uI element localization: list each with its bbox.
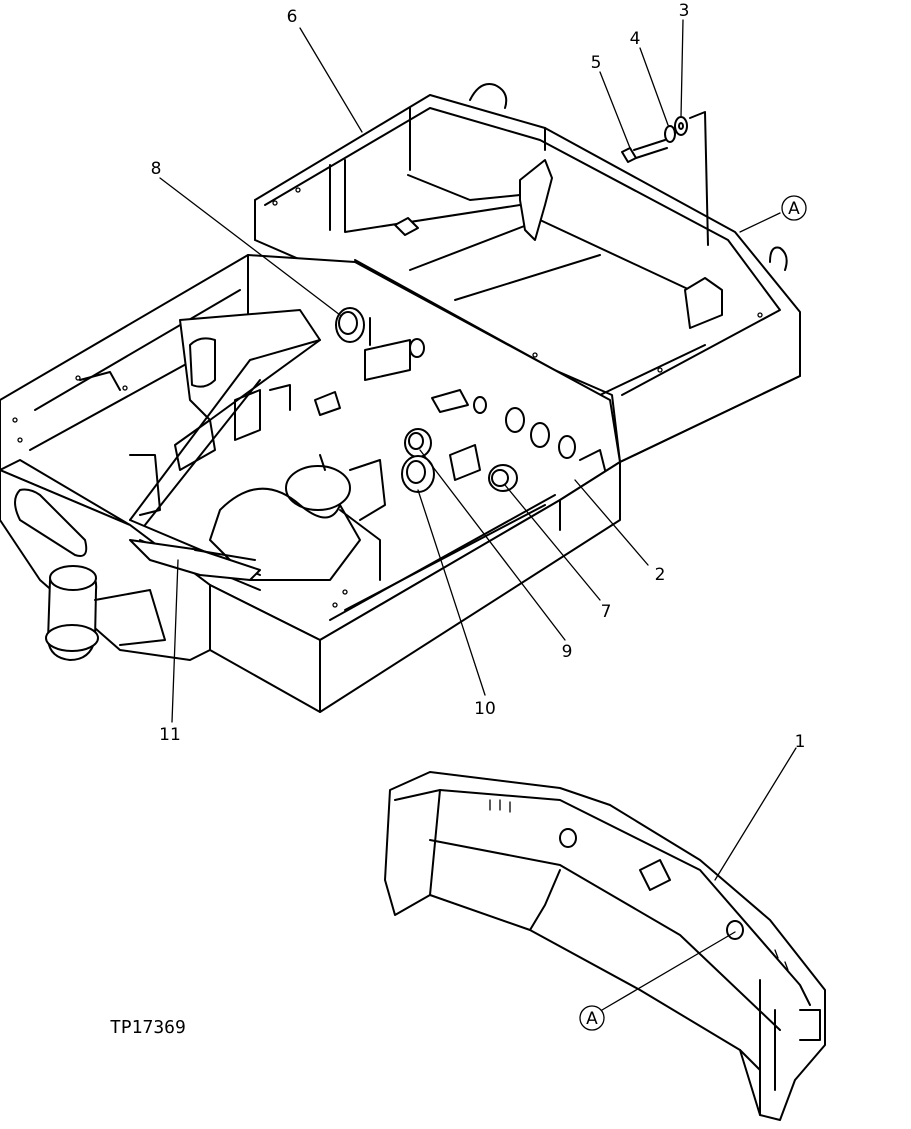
callout-9: 9	[562, 642, 573, 662]
lock-washer-4	[664, 125, 676, 143]
bushing-9	[404, 428, 432, 458]
leader-lines	[159, 19, 797, 1011]
callout-1: 1	[795, 732, 806, 752]
bushing-10	[401, 455, 435, 493]
drawing-code: TP17369	[110, 1017, 186, 1038]
callout-6: 6	[287, 7, 298, 27]
callout-8: 8	[151, 159, 162, 179]
callout-5: 5	[591, 53, 602, 73]
washer-3	[674, 116, 688, 136]
reference-mark-a-bottom: A	[579, 1005, 605, 1031]
callout-4: 4	[630, 29, 641, 49]
main-frame	[0, 83, 801, 713]
reference-mark-a-top: A	[781, 195, 807, 221]
svg-text:A: A	[586, 1009, 598, 1029]
bolt-5	[621, 139, 668, 163]
callout-labels: 1 2 3 4 5 6 7 8 9 10 11	[151, 1, 806, 752]
callout-10: 10	[474, 699, 496, 719]
callout-11: 11	[159, 725, 181, 745]
bushing-8	[335, 307, 371, 346]
svg-text:A: A	[788, 199, 800, 219]
bushing-7	[488, 464, 518, 492]
callout-2: 2	[655, 565, 666, 585]
counterweight	[384, 771, 826, 1121]
callout-7: 7	[601, 602, 612, 622]
bolt-axis-line	[689, 111, 709, 246]
callout-3: 3	[679, 1, 690, 21]
